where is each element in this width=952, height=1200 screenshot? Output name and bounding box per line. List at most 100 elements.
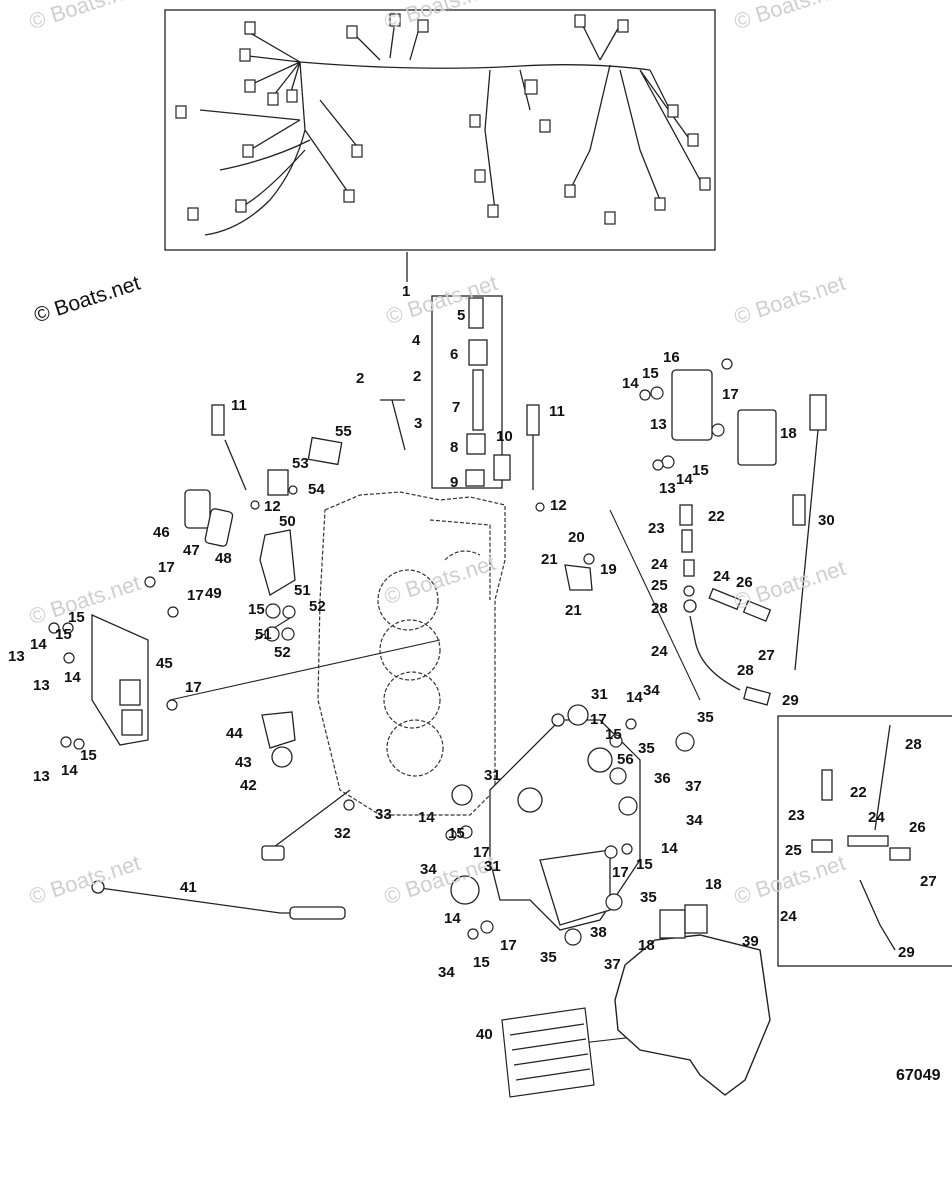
callout-8: 8 (450, 439, 459, 456)
callout-39: 39 (742, 933, 759, 950)
callout-3: 3 (414, 415, 423, 432)
callout-27: 27 (920, 873, 937, 890)
callout-14: 14 (64, 669, 81, 686)
callout-9: 9 (450, 474, 459, 491)
wiring-harness (199, 19, 701, 236)
callout-24: 24 (713, 568, 730, 585)
callout-27: 27 (758, 647, 775, 664)
wiring-harness-frame (164, 9, 716, 251)
callout-25: 25 (651, 577, 668, 594)
callout-34: 34 (686, 812, 703, 829)
callout-26: 26 (736, 574, 753, 591)
callout-11: 11 (549, 403, 565, 420)
callout-53: 53 (292, 455, 309, 472)
callout-17: 17 (473, 844, 490, 861)
callout-28: 28 (651, 600, 668, 617)
callout-30: 30 (818, 512, 835, 529)
callout-14: 14 (676, 471, 693, 488)
callout-42: 42 (240, 777, 257, 794)
callout-17: 17 (185, 679, 202, 696)
callout-15: 15 (605, 726, 622, 743)
callout-23: 23 (788, 807, 805, 824)
callout-1: 1 (402, 283, 411, 300)
callout-35: 35 (697, 709, 714, 726)
callout-29: 29 (898, 944, 915, 961)
callout-14: 14 (30, 636, 47, 653)
callout-16: 16 (663, 349, 680, 366)
mounting-bracket (450, 704, 641, 931)
callout-51: 51 (294, 582, 311, 599)
callout-2: 2 (413, 368, 422, 385)
callout-40: 40 (476, 1026, 493, 1043)
callout-38: 38 (590, 924, 607, 941)
callout-12: 12 (264, 498, 281, 515)
callout-35: 35 (638, 740, 655, 757)
callout-4: 4 (412, 332, 421, 349)
callout-17: 17 (722, 386, 739, 403)
callout-15: 15 (448, 825, 465, 842)
callout-37: 37 (604, 956, 621, 973)
callout-32: 32 (334, 825, 351, 842)
callout-41: 41 (180, 879, 197, 896)
callout-23: 23 (648, 520, 665, 537)
engine-block (317, 491, 506, 816)
callout-36: 36 (654, 770, 671, 787)
callout-15: 15 (636, 856, 653, 873)
callout-14: 14 (418, 809, 435, 826)
callout-22: 22 (708, 508, 725, 525)
callout-51: 51 (255, 626, 272, 643)
callout-15: 15 (248, 601, 265, 618)
callout-18: 18 (638, 937, 655, 954)
callout-52: 52 (274, 644, 291, 661)
callout-15: 15 (692, 462, 709, 479)
callout-10: 10 (496, 428, 513, 445)
callout-14: 14 (444, 910, 461, 927)
callout-25: 25 (785, 842, 802, 859)
callout-34: 34 (420, 861, 437, 878)
callout-17: 17 (500, 937, 517, 954)
callout-15: 15 (68, 609, 85, 626)
callout-13: 13 (33, 768, 50, 785)
callout-15: 15 (80, 747, 97, 764)
callout-28: 28 (905, 736, 922, 753)
callout-46: 46 (153, 524, 170, 541)
callout-50: 50 (279, 513, 296, 530)
cover-39 (614, 934, 771, 1096)
callout-37: 37 (685, 778, 702, 795)
callout-34: 34 (438, 964, 455, 981)
callout-13: 13 (8, 648, 25, 665)
callout-31: 31 (484, 767, 501, 784)
callout-33: 33 (375, 806, 392, 823)
callout-17: 17 (158, 559, 175, 576)
callout-13: 13 (659, 480, 676, 497)
callout-14: 14 (661, 840, 678, 857)
callout-49: 49 (205, 585, 222, 602)
callout-2: 2 (356, 370, 365, 387)
callout-18: 18 (705, 876, 722, 893)
callout-56: 56 (617, 751, 634, 768)
callout-11: 11 (231, 397, 247, 414)
callout-44: 44 (226, 725, 243, 742)
callout-19: 19 (600, 561, 617, 578)
callout-14: 14 (622, 375, 639, 392)
callout-31: 31 (484, 858, 501, 875)
callout-24: 24 (780, 908, 797, 925)
callout-52: 52 (309, 598, 326, 615)
callout-45: 45 (156, 655, 173, 672)
callout-18: 18 (780, 425, 797, 442)
detail-inset-frame (777, 715, 952, 967)
callout-55: 55 (335, 423, 352, 440)
callout-17: 17 (612, 864, 629, 881)
callout-20: 20 (568, 529, 585, 546)
callout-24: 24 (651, 643, 668, 660)
callout-7: 7 (452, 399, 461, 416)
callout-22: 22 (850, 784, 867, 801)
callout-6: 6 (450, 346, 459, 363)
callout-13: 13 (33, 677, 50, 694)
callout-54: 54 (308, 481, 325, 498)
callout-35: 35 (540, 949, 557, 966)
callout-14: 14 (61, 762, 78, 779)
callout-5: 5 (457, 307, 466, 324)
callout-48: 48 (215, 550, 232, 567)
